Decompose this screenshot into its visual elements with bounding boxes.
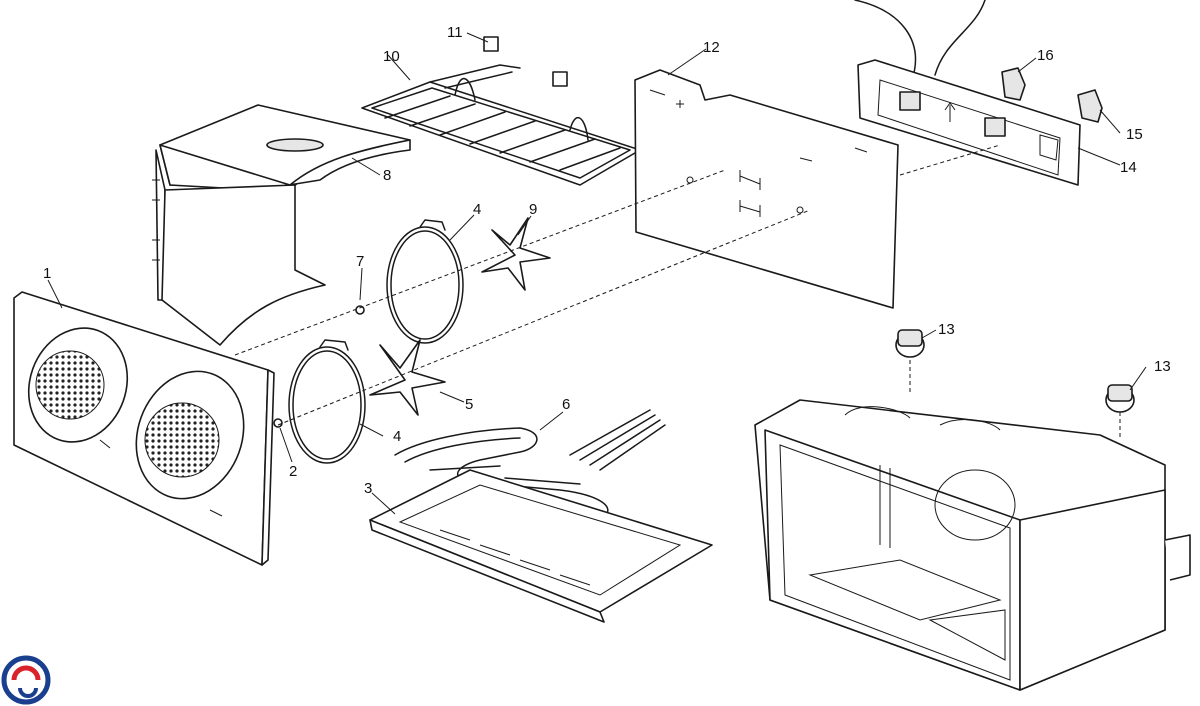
callout-11: 11 xyxy=(447,24,463,41)
callout-1: 1 xyxy=(43,265,51,282)
part-5-fan-blade xyxy=(369,339,446,416)
callout-labels: 1 2 3 4 4 5 6 7 8 9 10 11 12 13 13 14 15… xyxy=(43,24,1171,497)
callout-13-right: 13 xyxy=(1154,358,1171,375)
part-12-back-plate xyxy=(634,69,899,309)
leader-lines xyxy=(47,32,1147,515)
part-8-deflector xyxy=(152,104,411,346)
callout-8: 8 xyxy=(383,167,391,184)
fan-grille-left xyxy=(35,350,105,420)
part-1-front-panel xyxy=(13,291,275,566)
oven-cavity xyxy=(754,399,1191,691)
brand-logo xyxy=(1,655,51,705)
fan-grille-right xyxy=(144,402,220,478)
part-11-clip xyxy=(483,36,568,87)
callout-15: 15 xyxy=(1126,126,1143,143)
callout-5: 5 xyxy=(465,396,473,413)
part-3-bottom-tray xyxy=(369,469,713,623)
callout-3: 3 xyxy=(364,480,372,497)
part-14-control-bracket xyxy=(857,59,1081,186)
callout-9: 9 xyxy=(529,201,537,218)
callout-16: 16 xyxy=(1037,47,1054,64)
part-7-nut xyxy=(355,305,365,315)
callout-4-lower: 4 xyxy=(393,428,401,445)
part-4-ring-element-upper xyxy=(386,219,464,344)
assembly-axes xyxy=(234,144,1121,440)
part-2-nut xyxy=(273,418,283,428)
callout-12: 12 xyxy=(703,39,720,56)
callout-10: 10 xyxy=(383,48,400,65)
callout-7: 7 xyxy=(356,253,364,270)
part-10-top-grill-element xyxy=(361,64,641,186)
callout-6: 6 xyxy=(562,396,570,413)
part-13-lamp-right xyxy=(1105,384,1135,413)
part-16-thermostat xyxy=(1001,67,1026,101)
callout-14: 14 xyxy=(1120,159,1137,176)
callout-4-upper: 4 xyxy=(473,201,481,218)
part-4-ring-element-lower xyxy=(288,339,366,464)
part-9-fan-blade xyxy=(481,217,551,291)
power-cable xyxy=(854,0,986,81)
callout-2: 2 xyxy=(289,463,297,480)
part-13-lamp-left xyxy=(895,329,925,358)
part-15-thermostat xyxy=(1077,89,1103,123)
callout-13-left: 13 xyxy=(938,321,955,338)
